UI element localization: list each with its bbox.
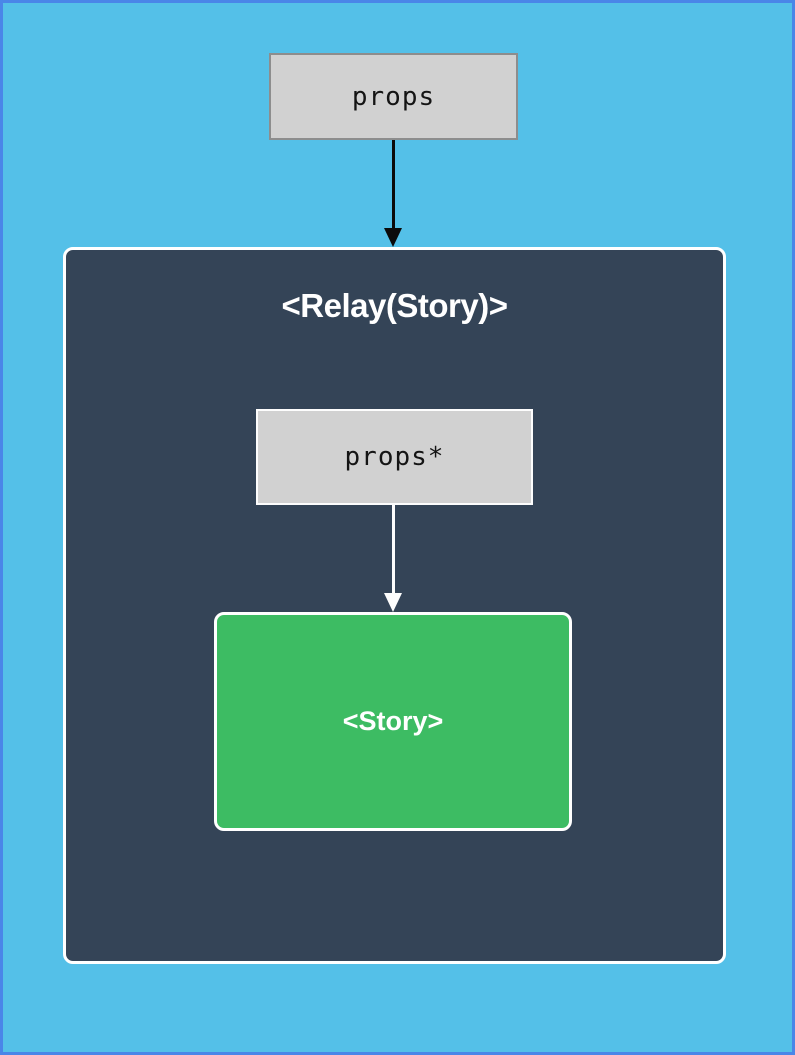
inner-props-node: props* xyxy=(256,409,533,505)
arrow-props-to-relay-head-icon xyxy=(384,228,402,247)
props-node-label: props xyxy=(351,81,436,112)
arrow-props-to-relay-line xyxy=(392,140,395,230)
props-node: props xyxy=(269,53,518,140)
inner-props-node-label: props* xyxy=(344,442,445,472)
story-node: <Story> xyxy=(214,612,572,831)
arrow-props-to-story-head-icon xyxy=(384,593,402,612)
story-node-label: <Story> xyxy=(342,706,444,736)
arrow-props-to-story-line xyxy=(392,505,395,595)
relay-container-title: <Relay(Story)> xyxy=(281,287,508,324)
